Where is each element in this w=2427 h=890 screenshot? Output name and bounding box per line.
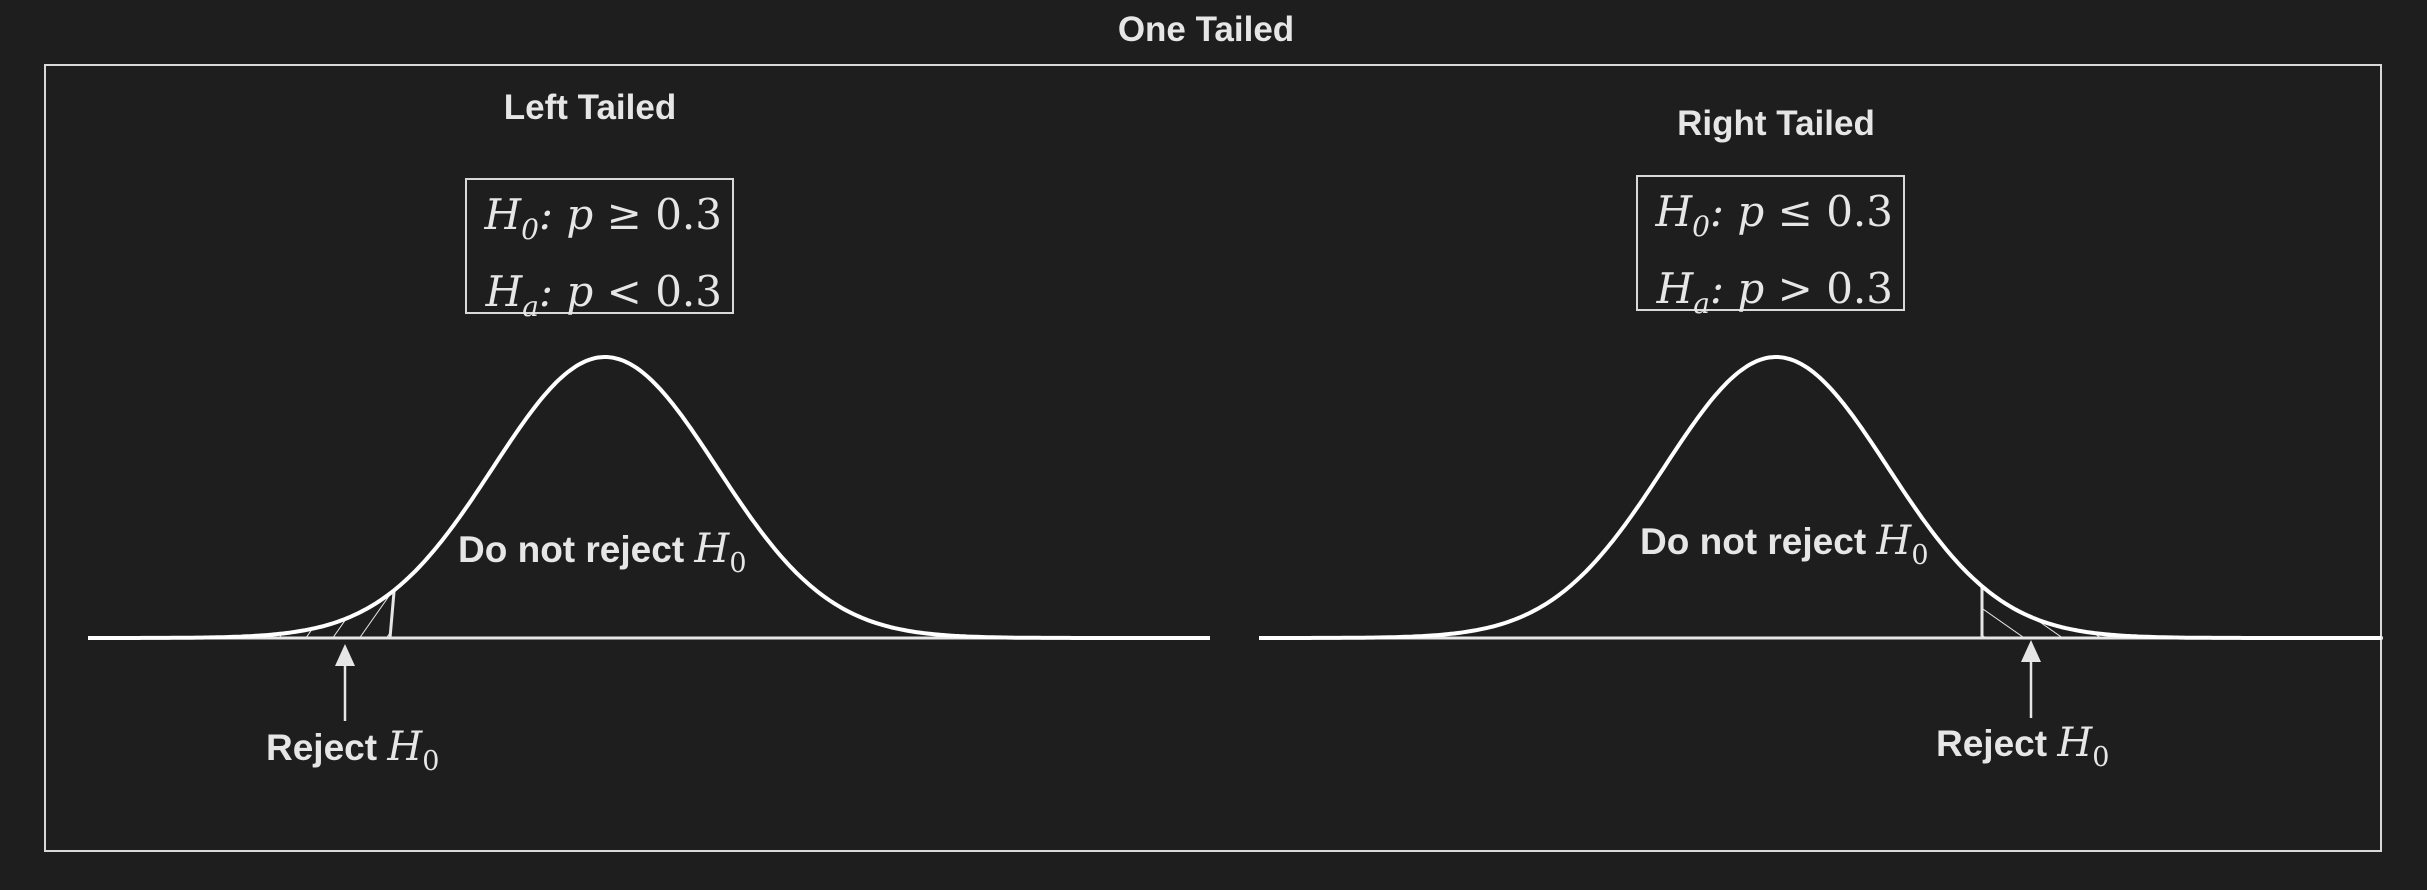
- left-reject-arrowhead: [335, 644, 355, 666]
- right-normal-curve: [1259, 355, 2381, 640]
- left-null-hypothesis: H0: p ≥ 0.3: [484, 190, 722, 246]
- right-do-not-reject-label: Do not reject H0: [1640, 518, 1929, 571]
- right-reject-region-hatch: [1982, 586, 2170, 638]
- left-reject-label: Reject H0: [266, 724, 440, 777]
- right-reject-label: Reject H0: [1936, 720, 2110, 773]
- right-reject-arrowhead: [2021, 640, 2041, 662]
- figure-title: One Tailed: [1117, 10, 1295, 49]
- left-critical-line: [388, 591, 396, 639]
- left-normal-curve: [88, 355, 1210, 640]
- right-alt-hypothesis: Ha: p > 0.3: [1656, 264, 1893, 320]
- left-alt-hypothesis: Ha: p < 0.3: [485, 267, 722, 323]
- left-do-not-reject-label: Do not reject H0: [458, 526, 747, 579]
- right-panel-title: Right Tailed: [1677, 104, 1875, 143]
- figure-frame: [44, 64, 2382, 852]
- left-panel-title: Left Tailed: [503, 88, 677, 127]
- left-reject-region-hatch: [200, 591, 392, 638]
- left-hypotheses-box: H0: p ≥ 0.3 Ha: p < 0.3: [465, 178, 734, 323]
- right-null-hypothesis: H0: p ≤ 0.3: [1655, 187, 1893, 243]
- right-hypotheses-box: H0: p ≤ 0.3 Ha: p > 0.3: [1636, 175, 1905, 320]
